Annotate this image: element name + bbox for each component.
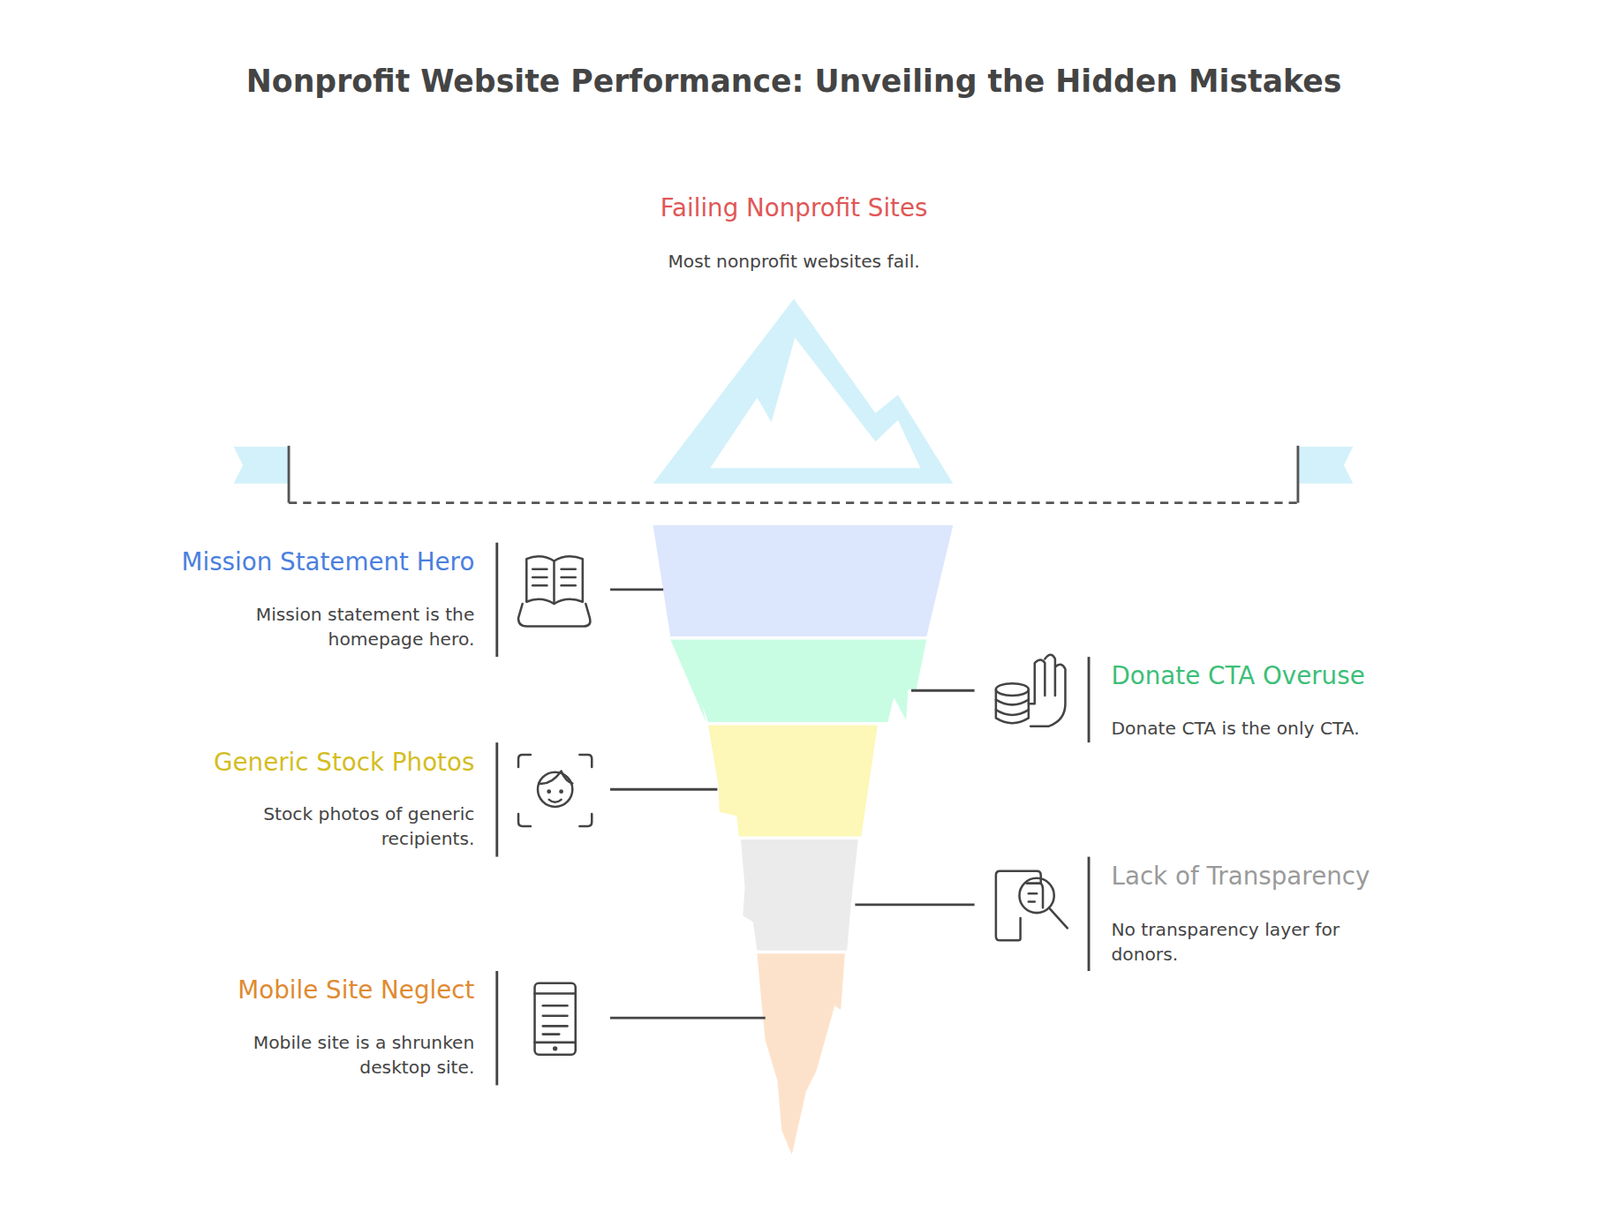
mistake-heading: Donate CTA Overuse: [1110, 659, 1365, 695]
leader-line: [610, 1017, 766, 1020]
mistake-body: No transparency layer for donors.: [1110, 917, 1387, 968]
iceberg-bands: [653, 525, 954, 1155]
band: [740, 839, 859, 951]
flag: [233, 446, 289, 484]
bracket-bar: [495, 543, 499, 657]
band: [708, 725, 878, 838]
leader-line: [610, 588, 664, 591]
iceberg-tip-inner: [709, 337, 921, 468]
mistake-heading: Generic Stock Photos: [213, 746, 475, 781]
mistake-heading: Mission Statement Hero: [181, 545, 476, 581]
waterline: [288, 501, 1299, 505]
water-line: [233, 445, 1354, 504]
band: [756, 953, 845, 1155]
phone-icon: [535, 983, 576, 1056]
bracket-bar: [1087, 656, 1091, 743]
flag-pole: [287, 445, 291, 504]
mistake-body: Stock photos of generic recipients.: [188, 801, 476, 853]
iceberg-tip-outer: [653, 299, 954, 484]
icons: [518, 556, 1068, 1056]
leader-line: [911, 689, 975, 693]
mistake-heading: Lack of Transparency: [1110, 860, 1370, 895]
diagram-title: Nonprofit Website Performance: Unveiling…: [246, 60, 1342, 104]
leader-line: [854, 903, 974, 906]
mistake-heading: Mobile Site Neglect: [237, 973, 475, 1009]
face-frame-icon: [518, 754, 592, 827]
book-icon: [518, 556, 590, 627]
leader-lines: [497, 543, 1089, 1087]
donate-hand-icon: [996, 655, 1066, 727]
bracket-bar: [495, 971, 499, 1086]
section-body: Most nonprofit websites fail.: [667, 249, 920, 274]
document-search-icon: [996, 871, 1068, 942]
mistake-body: Mission statement is the homepage hero.: [188, 602, 476, 653]
section-heading: Failing Nonprofit Sites: [660, 191, 929, 227]
flag-pole: [1296, 445, 1299, 504]
bracket-bar: [495, 742, 499, 857]
bracket-bar: [1087, 857, 1091, 972]
band: [670, 639, 927, 723]
flag: [1298, 446, 1353, 484]
mistake-body: Donate CTA is the only CTA.: [1110, 716, 1519, 741]
mistake-body: Mobile site is a shrunken desktop site.: [188, 1030, 476, 1081]
leader-line: [610, 788, 717, 792]
iceberg-tip: [653, 299, 954, 484]
band: [653, 525, 954, 637]
